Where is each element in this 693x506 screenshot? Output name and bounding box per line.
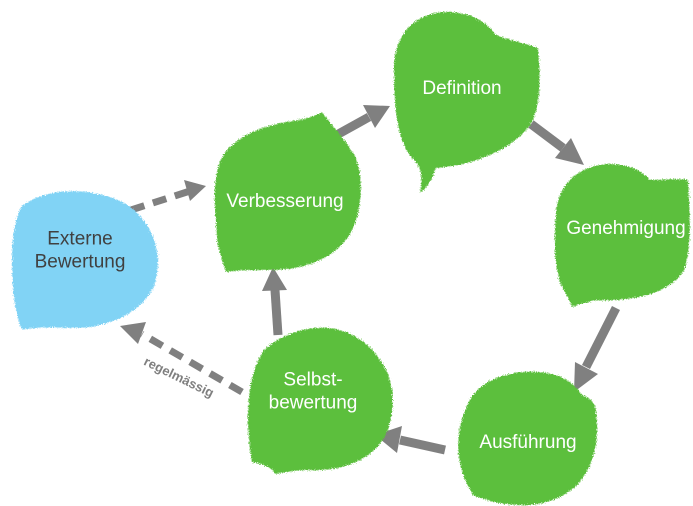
leaf-label-line: Verbesserung — [226, 191, 343, 212]
node-selbstbewertung-label: Selbst-bewertung — [269, 370, 358, 414]
leaf-label-line: Bewertung — [35, 252, 126, 273]
edge-label-regelmassig: regelmässig — [142, 354, 217, 401]
leaf-verbesserung: Verbesserung — [214, 112, 361, 272]
node-verbesserung-label: Verbesserung — [226, 191, 343, 212]
leaf-label-line: bewertung — [269, 393, 358, 414]
arrow-definition-to-genehmigung — [528, 120, 584, 165]
leaf-genehmigung: Genehmigung — [554, 164, 690, 307]
node-genehmigung-label: Genehmigung — [566, 218, 685, 239]
leaf-label-line: Definition — [422, 78, 501, 99]
arrow-verbesserung-to-definition — [330, 105, 390, 141]
node-definition-label: Definition — [422, 78, 501, 99]
leaves-layer: Definition Genehmigung Ausführung Selbst… — [12, 11, 690, 506]
arrow-selbst-to-externe: regelmässig — [120, 322, 244, 401]
leaf-definition: Definition — [394, 11, 540, 193]
leaf-label-line: Genehmigung — [566, 218, 685, 239]
arrow-selbst-to-verbesserung — [262, 267, 287, 336]
leaf-selbstbewertung: Selbst-bewertung — [248, 327, 393, 474]
arrow-externe-to-verbesserung — [129, 180, 206, 214]
leaf-label-line: Externe — [47, 229, 112, 250]
node-ausfuehrung-label: Ausführung — [479, 432, 576, 453]
leaf-ausfuehrung: Ausführung — [458, 371, 598, 506]
leaf-label-line: Selbst- — [283, 370, 342, 391]
arrow-genehmigung-to-ausfuehrung — [574, 305, 621, 392]
leaf-label-line: Ausführung — [479, 432, 576, 453]
